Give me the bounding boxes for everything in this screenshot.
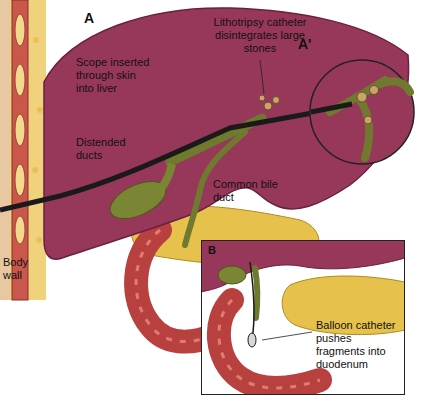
panel-letter: B	[208, 244, 216, 257]
inset-ducts	[330, 80, 410, 158]
duct-neck	[160, 164, 172, 190]
scope	[0, 112, 318, 210]
part-label: Body wall	[3, 256, 43, 282]
body-wall	[0, 0, 46, 300]
part-label: Distended ducts	[76, 136, 138, 162]
panel-letter: A'	[298, 36, 311, 52]
part-label: Common bile duct	[213, 178, 281, 204]
inset-circle	[310, 60, 414, 164]
inset-ground	[201, 240, 405, 395]
stones	[259, 95, 280, 110]
inset-b-art	[201, 240, 405, 388]
muscle-layer	[12, 0, 28, 300]
fat-dots	[32, 37, 43, 243]
inset-caption: Balloon catheter pushes fragments into d…	[316, 319, 402, 371]
panel-letter: A	[84, 10, 94, 26]
part-label: Scope inserted through skin into liver	[76, 56, 156, 95]
muscle-fibres	[15, 14, 25, 244]
leader-line	[260, 60, 264, 94]
inset-scope	[311, 104, 352, 112]
skin-layer	[0, 0, 10, 300]
part-label: Lithotripsy catheter disintegrates large…	[206, 16, 314, 55]
inset-box: B Balloon catheter pushes fragments into …	[201, 240, 405, 395]
inset-stones	[357, 86, 379, 125]
